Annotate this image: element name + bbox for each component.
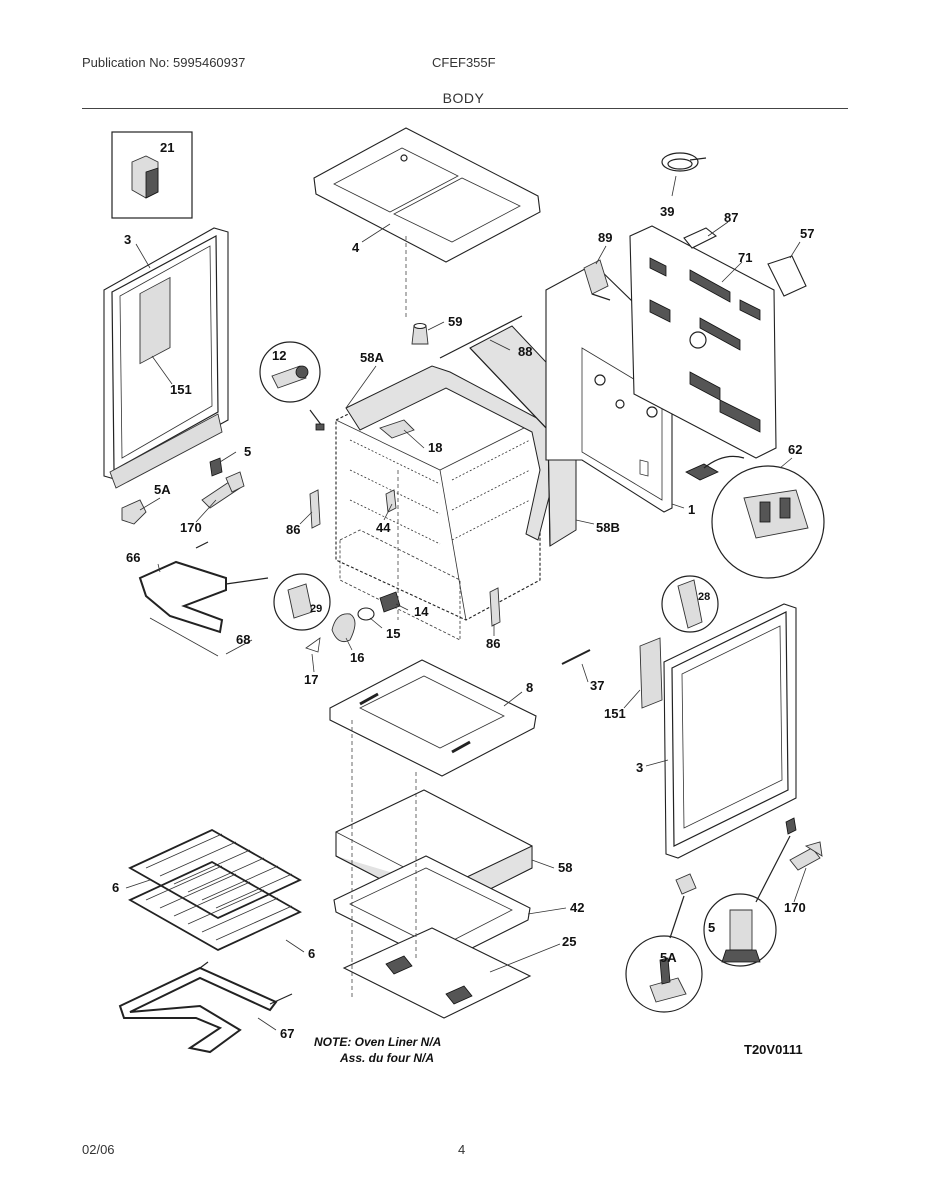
callout-88: 88 xyxy=(518,344,532,359)
broil-element-66 xyxy=(138,541,269,634)
callout-86-right: 86 xyxy=(486,636,500,651)
footer-date: 02/06 xyxy=(82,1142,115,1157)
callout-62: 62 xyxy=(788,442,802,457)
bracket-89 xyxy=(583,259,611,301)
callout-5a-left: 5A xyxy=(154,482,171,497)
cover-plate-57 xyxy=(767,255,807,297)
oven-bottom-8 xyxy=(329,659,537,777)
top-cover-panel xyxy=(313,127,541,263)
part-21-handle-inset xyxy=(111,131,193,219)
bottom-panel-25 xyxy=(342,927,532,1019)
callout-5a-right: 5A xyxy=(660,950,677,965)
leveling-leg-5-inset xyxy=(703,893,777,967)
bottom-tray-42 xyxy=(333,855,531,965)
section-title: BODY xyxy=(442,90,485,106)
note-oven-liner: NOTE: Oven Liner N/A xyxy=(314,1035,441,1049)
callout-1: 1 xyxy=(688,502,695,517)
callout-151-right: 151 xyxy=(604,706,626,721)
callout-5-left: 5 xyxy=(244,444,251,459)
right-oven-door xyxy=(639,603,797,859)
callout-4: 4 xyxy=(352,240,360,255)
callout-6-upper: 6 xyxy=(112,880,119,895)
callout-170-left: 170 xyxy=(180,520,202,535)
callout-17: 17 xyxy=(304,672,318,687)
part-28-clip xyxy=(661,575,719,633)
callout-18: 18 xyxy=(428,440,442,455)
callout-16: 16 xyxy=(350,650,364,665)
callout-59: 59 xyxy=(448,314,462,329)
callout-6-lower: 6 xyxy=(308,946,315,961)
footer-page-number: 4 xyxy=(458,1142,466,1157)
callout-25: 25 xyxy=(562,934,576,949)
publication-number: Publication No: 5995460937 xyxy=(82,55,246,70)
callout-44: 44 xyxy=(376,520,391,535)
callout-58: 58 xyxy=(558,860,572,875)
lamp-socket-14 xyxy=(379,591,401,613)
part-18-clip xyxy=(379,419,415,439)
callout-87: 87 xyxy=(724,210,738,225)
callout-42: 42 xyxy=(570,900,584,915)
light-lens-16 xyxy=(331,613,356,643)
diagram-code: T20V0111 xyxy=(744,1042,803,1057)
callout-39: 39 xyxy=(660,204,674,219)
hinge-5a-left xyxy=(121,499,147,525)
callout-28: 28 xyxy=(698,591,710,603)
part-59-bushing xyxy=(411,322,429,345)
note-oven-liner-fr: Ass. du four N/A xyxy=(339,1051,434,1065)
callout-37: 37 xyxy=(590,678,604,693)
insulation-58a xyxy=(345,365,557,541)
model-number: CFEF355F xyxy=(432,55,496,70)
callout-29: 29 xyxy=(310,603,322,615)
callout-58a: 58A xyxy=(360,350,384,365)
left-oven-door xyxy=(103,227,229,489)
part-44-bracket xyxy=(385,489,397,513)
callout-labels: 21 3 151 5 5A 170 4 59 12 58A 18 88 86 4… xyxy=(112,140,814,1041)
callout-68: 68 xyxy=(236,632,250,647)
thermostat-12 xyxy=(259,341,325,431)
hinge-170-right xyxy=(789,841,823,871)
leveling-leg-5a-inset xyxy=(625,935,703,1013)
callout-3-right: 3 xyxy=(636,760,643,775)
callout-21: 21 xyxy=(160,140,174,155)
callout-5-right: 5 xyxy=(708,920,715,935)
callout-89: 89 xyxy=(598,230,612,245)
callout-8: 8 xyxy=(526,680,533,695)
hinge-receptacle-86-left xyxy=(309,489,321,529)
hinge-receptacle-86-right xyxy=(489,587,501,627)
callout-15: 15 xyxy=(386,626,400,641)
hinge-5a-right xyxy=(675,873,697,895)
light-bulb-15 xyxy=(357,607,375,621)
callout-86-left: 86 xyxy=(286,522,300,537)
light-switch-29 xyxy=(273,573,331,631)
callout-66: 66 xyxy=(126,550,140,565)
wire-88 xyxy=(439,315,523,359)
callout-57: 57 xyxy=(800,226,814,241)
callout-71: 71 xyxy=(738,250,752,265)
callout-170-right: 170 xyxy=(784,900,806,915)
terminal-block-62 xyxy=(685,455,825,579)
rear-cover-71 xyxy=(629,225,777,459)
callout-12: 12 xyxy=(272,348,286,363)
right-door-hinge-screw xyxy=(785,817,797,835)
callout-58b: 58B xyxy=(596,520,620,535)
power-cord-39 xyxy=(661,152,707,172)
door-bottom-hinge-5 xyxy=(209,457,223,477)
hinge-170-left xyxy=(201,471,245,509)
bracket-87 xyxy=(683,227,718,249)
header-rule xyxy=(82,108,848,109)
oven-rack-lower xyxy=(128,860,302,952)
callout-3-left: 3 xyxy=(124,232,131,247)
bake-element-67 xyxy=(118,961,293,1054)
oven-rack-upper xyxy=(128,828,302,920)
part-37-screw xyxy=(561,649,591,665)
callout-151-left: 151 xyxy=(170,382,192,397)
alignment-lines xyxy=(351,236,417,1000)
callout-67: 67 xyxy=(280,1026,294,1041)
callout-14: 14 xyxy=(414,604,429,619)
leader-lines xyxy=(125,175,807,1031)
element-68-wire xyxy=(149,617,219,657)
part-17-clip xyxy=(305,637,321,653)
